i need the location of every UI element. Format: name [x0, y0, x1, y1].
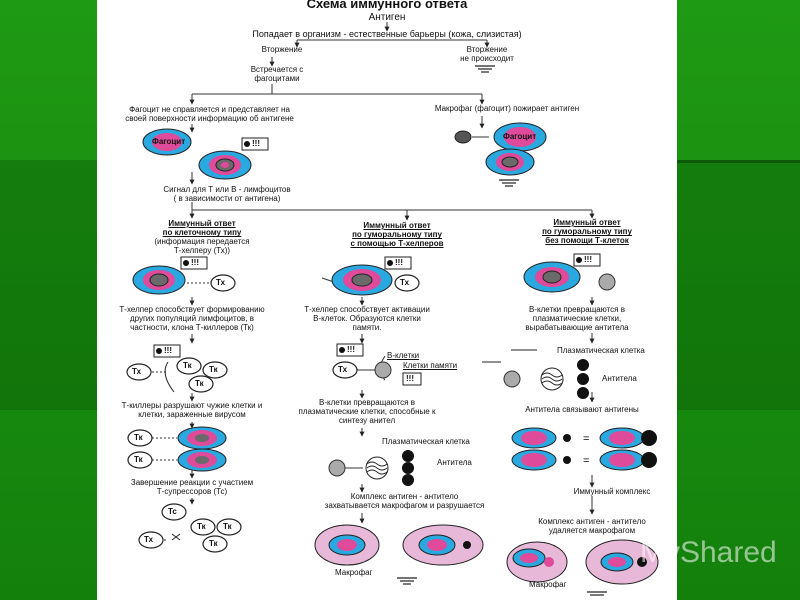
col1-step2: Т-киллеры разрушают чужие клетки и клетк… — [121, 401, 263, 420]
antigen-presenting-cell-col2 — [331, 264, 393, 296]
mark-col1-step: !!! — [164, 346, 172, 355]
col2-step3: Комплекс антиген - антитело захватываетс… — [324, 492, 485, 511]
antibody-binding-row-2: = — [511, 449, 657, 471]
antigen-presenting-cell-col1 — [132, 265, 186, 295]
bg-band-left — [0, 160, 97, 410]
presenting-cell — [198, 150, 252, 180]
antigen-label: Антиген — [368, 12, 406, 23]
svg-text:=: = — [583, 433, 589, 445]
tk-5: Тк — [134, 455, 143, 464]
plasma-cell-col3 — [503, 359, 589, 399]
diagram-graphics: = = — [126, 22, 659, 596]
b-cell-col2 — [374, 361, 392, 379]
bg-line-right — [677, 160, 800, 163]
antibodies-label-col3: Антитела — [602, 374, 637, 383]
col1-step1: Т-хелпер способствует формированию други… — [119, 305, 265, 333]
macrophage-label-col3: Макрофаг — [529, 580, 567, 589]
tx-col2: Тх — [400, 278, 410, 287]
entry-line: Попадает в организм - естественные барье… — [252, 29, 522, 39]
signal-label: Сигнал для Т или В - лимфоцитов ( в зави… — [163, 185, 291, 204]
col2-step2: В-клетки превращаются в плазматические к… — [298, 398, 436, 426]
invasion-label: Вторжение — [261, 45, 303, 54]
macrophage-label: Макрофаг — [335, 568, 373, 577]
phagocyte-label-2: Фагоцит — [503, 132, 537, 141]
tk-1: Тк — [183, 361, 192, 370]
col1-title: Иммунный ответ по клеточному типу — [162, 219, 242, 238]
mark-1: !!! — [252, 139, 260, 148]
phagocyte-fails-label: Фагоцит не справляется и представляет на… — [125, 105, 294, 124]
macrophage-col2 — [314, 524, 484, 566]
infected-cell-1 — [177, 426, 227, 450]
col2-step1: Т-хелпер способствует активации В-клеток… — [304, 305, 430, 333]
plasma-cell-label-col2: Плазматическая клетка — [382, 437, 470, 446]
col2-title: Иммунный ответ по гуморальному типу с по… — [350, 221, 444, 249]
col1-subtitle: (информация передается Т-хелперу (Тх)) — [154, 237, 250, 256]
diagram-title: Схема иммунного ответа — [306, 0, 468, 11]
tk-8: Тк — [209, 539, 218, 548]
infected-cell-2 — [177, 448, 227, 472]
phagocyte-cell — [142, 128, 192, 156]
diagram-sheet: = = — [97, 0, 677, 600]
bg-band-right — [677, 160, 800, 410]
col1-step3: Завершение реакции с участием Т-супрессо… — [130, 478, 254, 497]
mark-col3: !!! — [584, 255, 592, 264]
antibody-binding-row-1: = — [511, 427, 657, 449]
mark-col1: !!! — [191, 258, 199, 267]
tx-col2-step: Тх — [338, 365, 348, 374]
svg-text:=: = — [583, 455, 589, 467]
tc-1: Тс — [168, 507, 177, 516]
tk-7: Тк — [223, 522, 232, 531]
macrophage-eats-label: Макрофаг (фагоцит) пожирает антиген — [434, 104, 580, 113]
tk-4: Тк — [134, 433, 143, 442]
no-invasion-label: Вторжение не происходит — [460, 45, 514, 64]
memory-cells-label: Клетки памяти — [403, 361, 458, 370]
plasma-cell-label-col3: Плазматическая клетка — [557, 346, 645, 355]
tk-3: Тк — [195, 379, 204, 388]
antibodies-label-col2: Антитела — [437, 458, 472, 467]
mark-col2: !!! — [395, 258, 403, 267]
antigen-presenting-cell-col3 — [523, 261, 616, 293]
meets-phagocytes-label: Встречается с фагоцитами — [250, 65, 304, 84]
tx-col1-step: Тх — [132, 367, 142, 376]
digested-cell — [485, 148, 535, 176]
mark-col2-step: !!! — [347, 345, 355, 354]
tk-2: Тк — [209, 365, 218, 374]
tx-col1: Тх — [216, 278, 226, 287]
b-cells-label: В-клетки — [387, 351, 420, 360]
col3-step1: В-клетки превращаются в плазматические к… — [525, 305, 629, 333]
macrophage-eating-cell — [454, 122, 547, 152]
immune-complex-label: Иммунный комплекс — [573, 487, 651, 496]
phagocyte-label-1: Фагоцит — [152, 137, 186, 146]
tx-col1-end: Тх — [144, 535, 154, 544]
col3-step3: Комплекс антиген - антитело удаляется ма… — [538, 517, 646, 536]
mark-col2-memory: !!! — [406, 374, 414, 383]
tk-6: Тк — [197, 522, 206, 531]
macrophage-col3 — [506, 539, 659, 585]
watermark: MyShared — [640, 536, 777, 569]
col3-step2: Антитела связывают антигены — [525, 405, 639, 414]
col3-title: Иммунный ответ по гуморальному типу без … — [542, 218, 632, 246]
plasma-cell-col2 — [328, 450, 414, 486]
